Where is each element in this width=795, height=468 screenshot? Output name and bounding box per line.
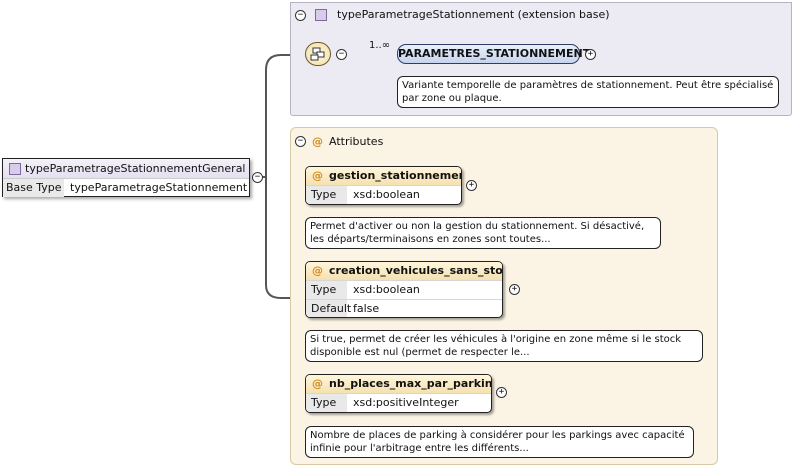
- attribute-creation-vehicules-sans-stock[interactable]: @ creation_vehicules_sans_stock Type xsd:b…: [305, 261, 503, 318]
- attribute-documentation: Permet d'activer ou non la gestion du st…: [305, 217, 661, 249]
- attribute-expand-toggle[interactable]: +: [466, 180, 477, 191]
- attribute-value: false: [353, 302, 380, 315]
- sequence-collapse-toggle[interactable]: −: [336, 49, 347, 60]
- attribute-expand-toggle[interactable]: +: [496, 387, 507, 398]
- attribute-at-icon: @: [312, 264, 323, 277]
- attribute-documentation: Si true, permet de créer les véhicules à…: [305, 330, 703, 362]
- root-type-name: typeParametrageStationnementGeneral: [25, 162, 246, 175]
- attribute-expand-toggle[interactable]: +: [509, 284, 520, 295]
- attribute-value: xsd:positiveInteger: [353, 396, 459, 409]
- attribute-name: nb_places_max_par_parking: [329, 377, 492, 390]
- root-collapse-toggle[interactable]: −: [252, 172, 263, 183]
- element-parametres-stationnement[interactable]: PARAMETRES_STATIONNEMENT: [397, 44, 590, 64]
- attributes-at-icon: @: [312, 135, 323, 148]
- attribute-at-icon: @: [312, 169, 323, 182]
- attributes-title: Attributes: [329, 135, 384, 148]
- root-type-box[interactable]: typeParametrageStationnementGeneral Base…: [2, 158, 250, 197]
- attribute-gestion-stationnement[interactable]: @ gestion_stationnement Type xsd:boolean: [305, 166, 462, 205]
- attribute-value: xsd:boolean: [353, 188, 420, 201]
- sequence-icon[interactable]: [305, 42, 331, 66]
- attribute-key: Type: [306, 281, 347, 299]
- complex-type-icon: [9, 163, 21, 175]
- element-expand-toggle[interactable]: +: [585, 49, 596, 60]
- base-type-label: Base Type: [3, 179, 64, 197]
- cardinality-label: 1..∞: [369, 40, 391, 51]
- extension-title: typeParametrageStationnement (extension …: [337, 8, 610, 21]
- attribute-nb-places-max-par-parking[interactable]: @ nb_places_max_par_parking Type xsd:posit…: [305, 374, 492, 413]
- attribute-key: Type: [306, 186, 347, 204]
- base-type-value: typeParametrageStationnement: [70, 181, 248, 194]
- extension-collapse-toggle[interactable]: −: [295, 10, 306, 21]
- attribute-at-icon: @: [312, 377, 323, 390]
- attribute-documentation: Nombre de places de parking à considérer…: [305, 426, 694, 458]
- element-name: PARAMETRES_STATIONNEMENT: [398, 47, 591, 60]
- attribute-name: gestion_stationnement: [329, 169, 462, 182]
- attribute-key: Default: [306, 300, 351, 317]
- attributes-collapse-toggle[interactable]: −: [295, 136, 306, 147]
- extension-type-icon: [315, 9, 327, 21]
- element-documentation: Variante temporelle de paramètres de sta…: [397, 76, 779, 108]
- attribute-name: creation_vehicules_sans_stock: [329, 264, 503, 277]
- attribute-key: Type: [306, 394, 347, 412]
- attribute-value: xsd:boolean: [353, 283, 420, 296]
